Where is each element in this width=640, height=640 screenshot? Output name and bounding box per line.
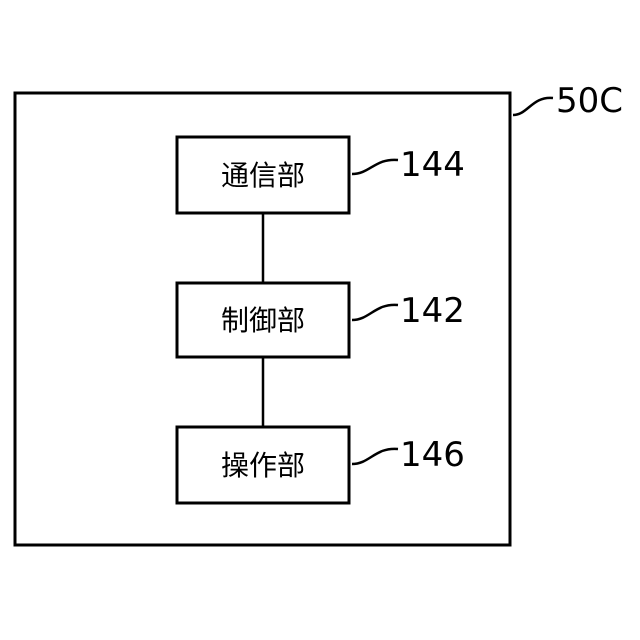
outer-frame-leader [513, 98, 553, 115]
block-operation-leader [352, 449, 398, 464]
block-control-unit: 制御部 142 [177, 283, 465, 357]
block-communication-ref: 144 [400, 145, 465, 185]
block-communication-leader [352, 160, 398, 174]
block-operation-label: 操作部 [221, 449, 305, 482]
block-control-ref: 142 [400, 291, 465, 331]
block-operation-unit: 操作部 146 [177, 427, 465, 503]
block-control-label: 制御部 [221, 304, 305, 337]
block-communication-unit: 通信部 144 [177, 137, 465, 213]
block-operation-ref: 146 [400, 435, 465, 475]
block-control-leader [352, 305, 398, 320]
outer-frame-ref: 50C [556, 81, 623, 121]
block-communication-label: 通信部 [221, 159, 305, 192]
